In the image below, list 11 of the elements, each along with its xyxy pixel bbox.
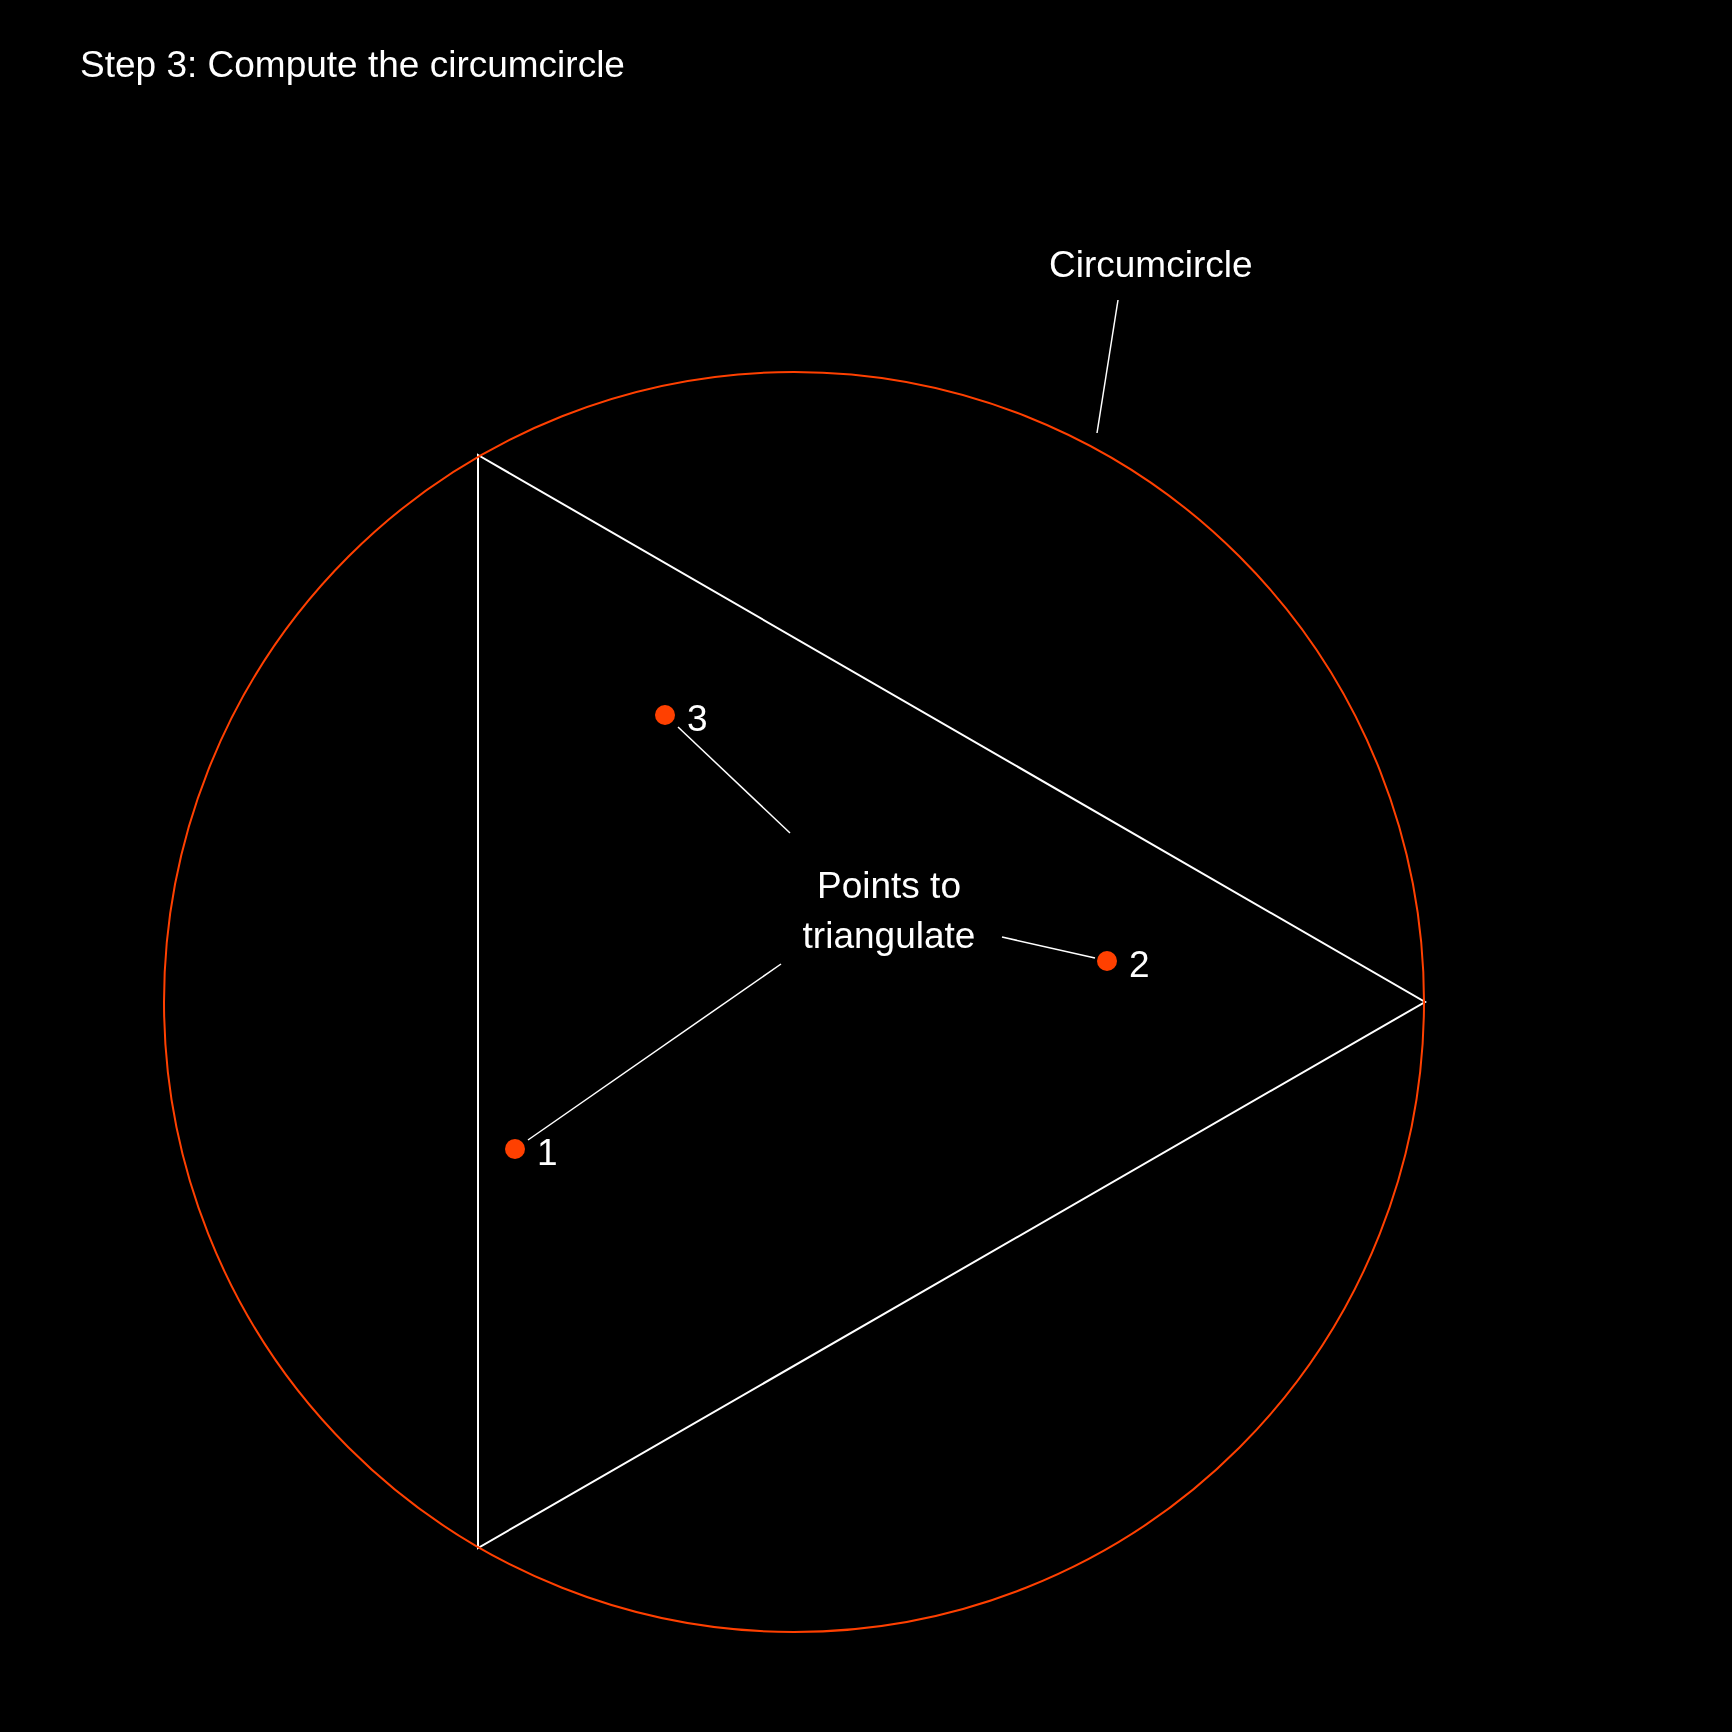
callout-label: Circumcircle (1049, 240, 1249, 290)
leader-line (677, 726, 791, 834)
diagram-title: Step 3: Compute the circumcircle (80, 44, 625, 86)
leader-line (527, 963, 782, 1141)
circumcircle (163, 371, 1425, 1633)
point-number: 2 (1129, 945, 1150, 985)
point-number: 1 (537, 1133, 558, 1173)
leader-line (1001, 936, 1096, 959)
leader-line (1096, 299, 1119, 434)
point-number: 3 (687, 699, 708, 739)
callout-label: Points to triangulate (769, 861, 1009, 961)
